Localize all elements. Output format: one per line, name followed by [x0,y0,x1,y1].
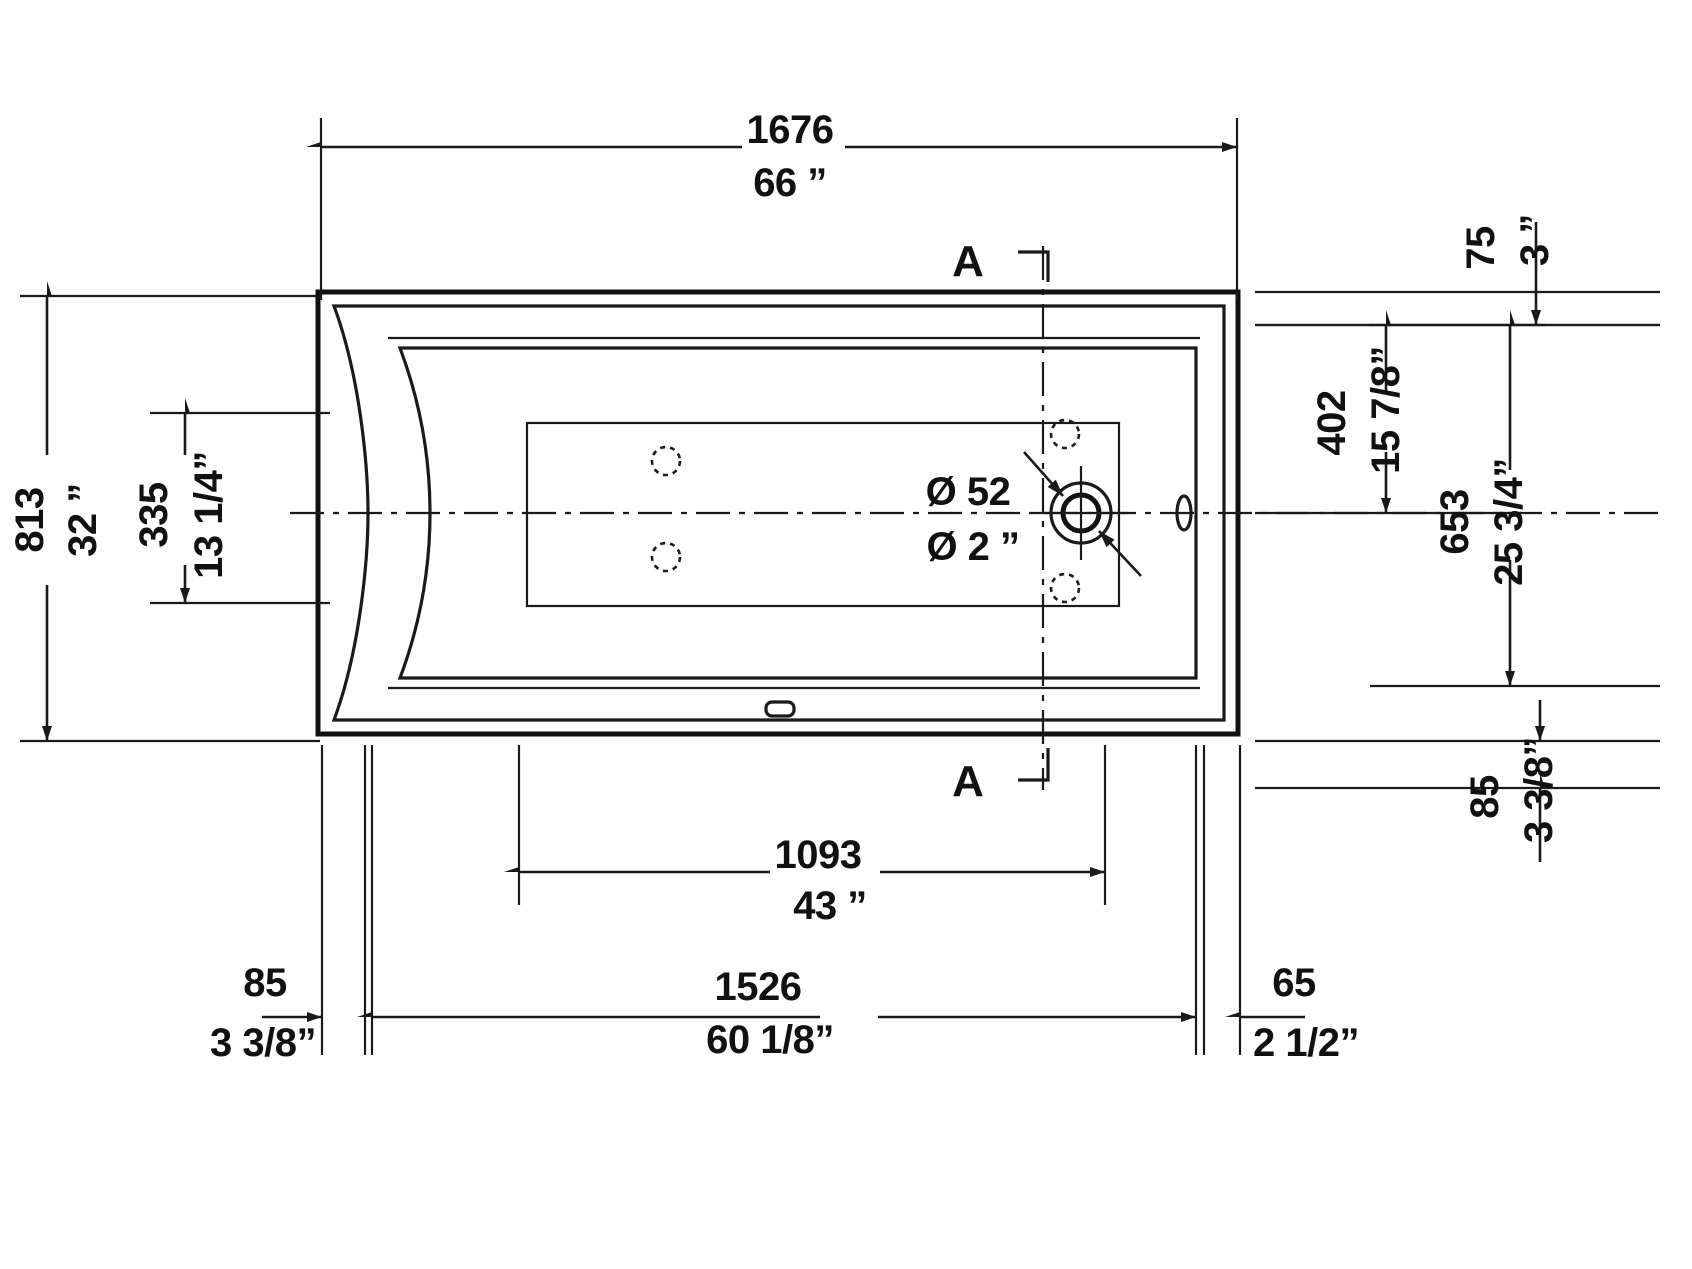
tub-inner-rim [331,304,1226,722]
jet-icon [650,541,682,573]
dim-left-inner [150,398,330,605]
tub-floor-panel [525,421,1121,608]
dim-right-top-edge [1255,222,1660,327]
section-bracket-top [1018,250,1050,282]
tub-basin-offset [388,336,1200,690]
tub-waste-slot [764,700,796,718]
section-mark-top [1018,250,1050,282]
dim-bottom-inner-metric: 1526 [715,965,802,1009]
dim-right-bottom-edge-metric: 85 [1463,775,1507,819]
section-bracket-bottom [1018,748,1050,782]
jet-icon [650,445,682,477]
dim-bottom-right-edge-metric: 65 [1272,961,1316,1005]
jet-icon [1049,572,1081,604]
dim-left-overall [20,281,320,743]
dim-bottom-drain-offset-imperial: 43 ” [793,884,867,928]
dim-right-upper-imperial: 15 7/8” [1364,346,1408,474]
jet-icon [1049,418,1081,450]
drain-diameter-metric: Ø 52 [926,470,1011,514]
dim-right-main [1370,310,1660,688]
dim-bottom-left-edge-metric: 85 [243,961,287,1005]
dim-left-overall-metric: 813 [8,487,52,552]
dim-right-main-imperial: 25 3/4” [1487,458,1531,586]
tub-basin-outline [397,346,1198,680]
dim-top-overall [306,118,1239,300]
dim-right-top-edge-imperial: 3 ” [1513,214,1557,266]
section-mark-bottom [1018,748,1050,782]
dim-bottom-right-edge-imperial: 2 1/2” [1253,1021,1359,1065]
dim-bottom-inner [357,745,1198,1055]
drain-leader-lines [1023,451,1142,577]
dim-top-overall-imperial: 66 ” [753,161,827,205]
dim-bottom-drain-offset-metric: 1093 [775,833,862,877]
dim-left-inner-imperial: 13 1/4” [187,451,231,579]
dim-right-bottom-edge [1255,700,1660,862]
dim-bottom-left-edge-imperial: 3 3/8” [210,1021,316,1065]
drain-diameter-imperial: Ø 2 ” [926,525,1019,569]
section-label-bottom: A [952,757,984,806]
section-label-top: A [952,237,984,286]
dim-top-overall-metric: 1676 [747,108,834,152]
drain-assembly [1034,466,1128,560]
jet-openings [650,418,1081,604]
dim-right-main-metric: 653 [1433,489,1477,554]
dim-bottom-left-edge [262,745,367,1055]
dim-left-overall-imperial: 32 ” [61,483,105,557]
dim-bottom-drain-offset [504,745,1107,905]
dim-right-upper-metric: 402 [1310,390,1354,455]
dim-right-bottom-edge-imperial: 3 3/8” [1517,737,1561,843]
dim-bottom-inner-imperial: 60 1/8” [706,1018,834,1062]
dim-bottom-right-edge [1202,745,1305,1055]
dim-right-top-edge-metric: 75 [1459,226,1503,270]
dim-left-inner-metric: 335 [132,482,176,547]
